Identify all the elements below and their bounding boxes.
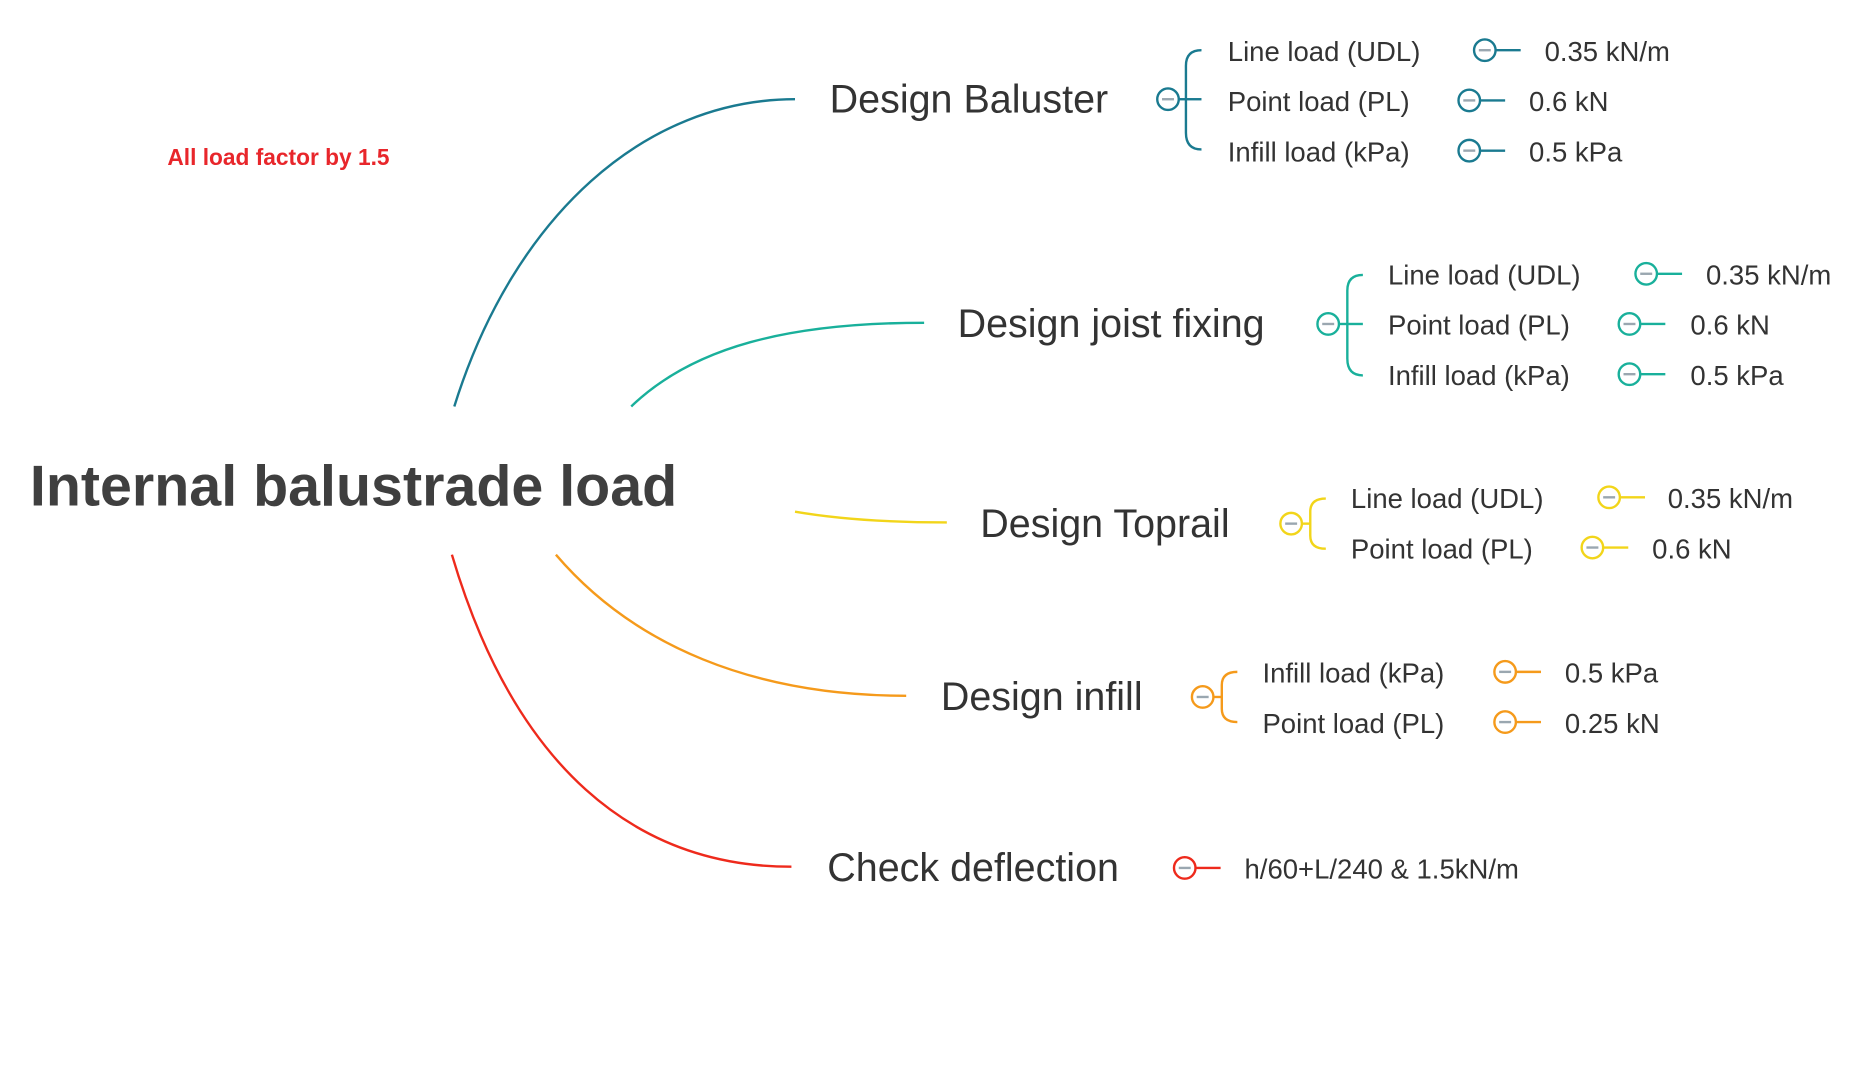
connector-root-joist	[630, 321, 925, 408]
baluster-group-connectors	[1156, 38, 1521, 163]
connector-root-toprail	[794, 510, 947, 524]
leaf-label[interactable]: Infill load (kPa)	[1387, 359, 1570, 391]
leaf-value[interactable]: 0.6 kN	[1529, 86, 1609, 118]
branch-design-infill[interactable]: Design infill	[940, 674, 1143, 719]
infill-group-connectors	[1190, 659, 1541, 735]
connector-root-baluster	[453, 98, 796, 407]
connector-root-infill	[554, 553, 907, 697]
branch-check-deflection[interactable]: Check deflection	[827, 845, 1119, 890]
leaf-value[interactable]: 0.5 kPa	[1564, 657, 1659, 689]
leaf-value[interactable]: 0.5 kPa	[1690, 359, 1784, 391]
leaf-label[interactable]: Point load (PL)	[1227, 86, 1410, 118]
leaf-value[interactable]: 0.6 kN	[1652, 533, 1732, 565]
joist-group-connectors	[1316, 261, 1683, 387]
leaf-value[interactable]: 0.35 kN/m	[1705, 259, 1832, 291]
toprail-group-connectors	[1279, 485, 1646, 560]
leaf-value[interactable]: 0.25 kN	[1564, 707, 1660, 739]
leaf-value[interactable]: 0.35 kN/m	[1667, 482, 1794, 515]
leaf-label[interactable]: Point load (PL)	[1262, 707, 1445, 739]
leaf-value[interactable]: 0.5 kPa	[1529, 136, 1623, 168]
leaf-value[interactable]: 0.35 kN/m	[1544, 35, 1670, 67]
leaf-label[interactable]: Point load (PL)	[1387, 309, 1570, 341]
branch-design-joist-fixing[interactable]: Design joist fixing	[957, 301, 1265, 346]
leaf-label[interactable]: Line load (UDL)	[1387, 259, 1581, 291]
connector-root-deflection	[450, 554, 792, 868]
leaf-value[interactable]: 0.6 kN	[1690, 309, 1770, 341]
leaf-label[interactable]: Line load (UDL)	[1227, 35, 1421, 67]
floating-note[interactable]: All load factor by 1.5	[167, 145, 390, 171]
leaf-label[interactable]: Line load (UDL)	[1350, 482, 1544, 515]
branch-design-baluster[interactable]: Design Baluster	[829, 76, 1109, 121]
leaf-label[interactable]: Infill load (kPa)	[1227, 136, 1410, 168]
leaf-label[interactable]: Point load (PL)	[1350, 533, 1533, 565]
leaf-label[interactable]: Infill load (kPa)	[1262, 657, 1445, 689]
root-topic[interactable]: Internal balustrade load	[29, 455, 678, 519]
deflection-group-connectors	[1172, 855, 1221, 880]
leaf-value[interactable]: h/60+L/240 & 1.5kN/m	[1244, 853, 1519, 885]
branch-design-toprail[interactable]: Design Toprail	[980, 500, 1230, 546]
